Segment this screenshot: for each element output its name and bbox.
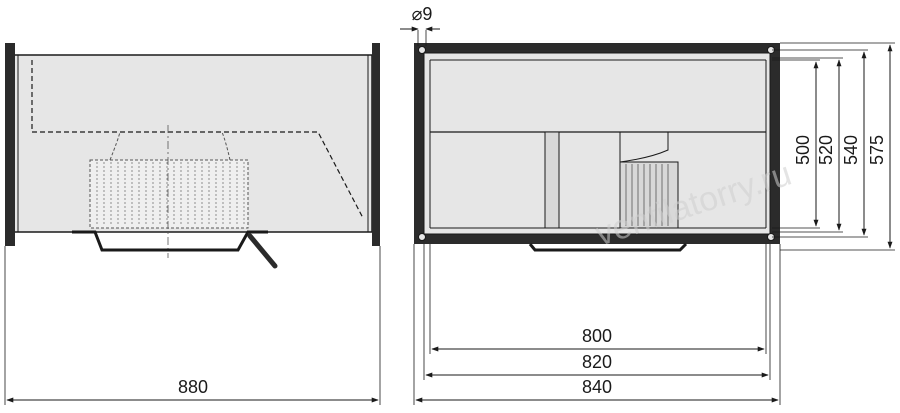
front-view-panel [423, 52, 771, 235]
dim-520-label: 520 [816, 135, 836, 165]
dim-500-label: 500 [793, 135, 813, 165]
hole-diameter-label: ⌀9 [412, 4, 433, 24]
fan-impeller [89, 125, 249, 258]
dim-840-label: 840 [582, 377, 612, 397]
left-flange [5, 43, 15, 246]
dim-800-label: 800 [582, 326, 612, 346]
dim-820-label: 820 [582, 352, 612, 372]
front-view: ⌀9 800 820 840 500 520 540 575 [400, 4, 895, 405]
dim-575-label: 575 [867, 135, 887, 165]
front-bottom-plate [528, 242, 688, 252]
bottom-plate [72, 230, 268, 252]
bolt-hole-top-left [418, 46, 426, 54]
right-flange [372, 43, 380, 246]
bolt-hole-bottom-left [418, 233, 426, 241]
dim-540-label: 540 [841, 135, 861, 165]
side-view: 880 [4, 43, 381, 405]
hidden-contour [31, 60, 364, 219]
dim-880-label: 880 [178, 377, 208, 397]
front-fan-housing [619, 132, 679, 229]
cable-gland [247, 233, 278, 269]
